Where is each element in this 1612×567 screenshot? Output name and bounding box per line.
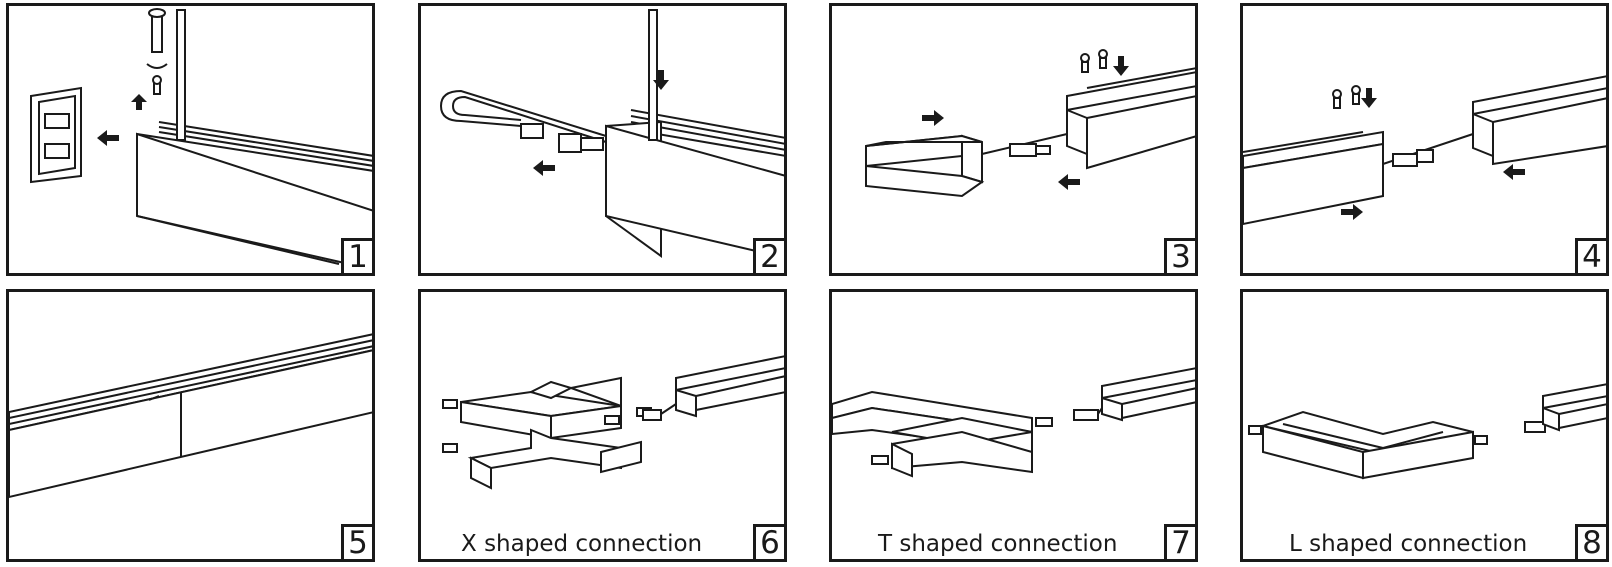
screw-icon bbox=[1080, 49, 1108, 73]
step-number: 5 bbox=[341, 524, 372, 559]
step-panel-7: T shaped connection 7 bbox=[829, 289, 1198, 562]
step-caption: T shaped connection bbox=[878, 531, 1118, 557]
step-panel-4: 4 bbox=[1240, 3, 1609, 276]
step-panel-2: 2 bbox=[418, 3, 787, 276]
step-number: 3 bbox=[1164, 238, 1195, 273]
step-panel-1: 1 bbox=[6, 3, 375, 276]
arrow-icon bbox=[1341, 88, 1525, 220]
step-8-illustration bbox=[1248, 383, 1606, 480]
screwdriver-icon bbox=[648, 9, 658, 141]
step-number: 7 bbox=[1164, 524, 1195, 559]
step-caption: L shaped connection bbox=[1289, 531, 1528, 557]
arrow-icon bbox=[922, 56, 1129, 190]
step-panel-5: 5 bbox=[6, 289, 375, 562]
step-number: 8 bbox=[1575, 524, 1606, 559]
step-1-illustration bbox=[30, 8, 372, 265]
connector-icon bbox=[520, 123, 604, 153]
screw-icon bbox=[148, 8, 166, 95]
step-number: 2 bbox=[753, 238, 784, 273]
end-cap-icon bbox=[30, 86, 82, 184]
arrow-icon bbox=[533, 70, 669, 176]
step-5-illustration bbox=[9, 333, 372, 499]
rotate-arrow-icon bbox=[146, 63, 168, 69]
connector-icon bbox=[871, 409, 1099, 465]
connector-icon bbox=[442, 399, 662, 453]
step-6-illustration bbox=[442, 355, 784, 490]
step-2-illustration bbox=[439, 9, 784, 258]
step-number: 1 bbox=[341, 238, 372, 273]
rail-segment-icon bbox=[675, 355, 784, 418]
l-connector-icon bbox=[1259, 410, 1474, 480]
screwdriver-icon bbox=[176, 9, 186, 141]
step-4-illustration bbox=[1243, 75, 1606, 226]
step-number: 6 bbox=[753, 524, 784, 559]
rail-segment-icon bbox=[1101, 367, 1195, 422]
screw-icon bbox=[1332, 85, 1361, 109]
connector-icon bbox=[1392, 149, 1434, 167]
step-7-illustration bbox=[832, 367, 1195, 478]
step-panel-6: X shaped connection 6 bbox=[418, 289, 787, 562]
rail-segment-icon bbox=[1542, 383, 1606, 432]
step-number: 4 bbox=[1575, 238, 1606, 273]
t-connector-icon bbox=[832, 390, 1033, 478]
step-caption: X shaped connection bbox=[461, 531, 703, 557]
connector-icon bbox=[1009, 143, 1051, 157]
step-panel-8: L shaped connection 8 bbox=[1240, 289, 1609, 562]
step-panel-3: 3 bbox=[829, 3, 1198, 276]
step-3-illustration bbox=[865, 49, 1195, 198]
arrow-icon bbox=[97, 94, 147, 146]
x-connector-icon bbox=[460, 376, 642, 490]
connector-icon bbox=[1248, 421, 1546, 445]
